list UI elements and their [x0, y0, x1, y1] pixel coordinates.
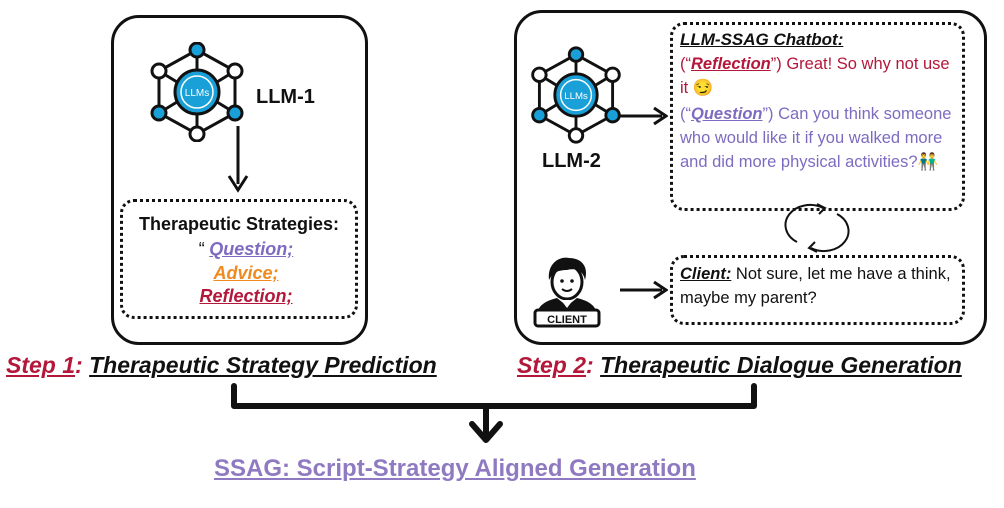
- reflection-close: ”): [770, 55, 782, 73]
- cycle-arrows-icon: [784, 203, 850, 253]
- reflection-open: (“: [680, 55, 691, 73]
- question-open: (“: [680, 105, 691, 123]
- reflection-label: Reflection: [691, 55, 771, 73]
- chatbot-box: [670, 22, 965, 211]
- step1-colon: :: [75, 352, 83, 378]
- step1-title: Therapeutic Strategy Prediction: [89, 352, 437, 378]
- client-person-icon: CLIENT: [533, 257, 601, 328]
- step2-label: Step 2: [517, 352, 587, 378]
- right-arrow-icon: [620, 280, 668, 300]
- quote-mark: “: [198, 239, 205, 259]
- step1-caption: Step 1: Therapeutic Strategy Prediction: [6, 352, 437, 379]
- question-label: Question: [691, 105, 763, 123]
- down-arrow-icon: [227, 126, 249, 193]
- ssag-title: SSAG: Script-Strategy Aligned Generation: [214, 455, 696, 482]
- question-line: (“Question”) Can you think someone who w…: [680, 102, 956, 174]
- client-box: [670, 255, 965, 325]
- strategy-advice-label: Advice;: [213, 263, 279, 283]
- llm-network-hub-icon: LLMs: [531, 46, 621, 144]
- client-badge-text: CLIENT: [547, 314, 587, 326]
- llm-network-hub-icon: LLMs: [150, 42, 244, 142]
- llm1-label: LLM-1: [256, 86, 315, 108]
- step2-title: Therapeutic Dialogue Generation: [600, 352, 962, 378]
- strategies-box: [120, 199, 358, 319]
- question-text: Can you think someone who would like it …: [680, 105, 952, 171]
- question-close: ”): [762, 105, 774, 123]
- llm-hub-label: LLMs: [185, 88, 209, 99]
- step2-caption: Step 2: Therapeutic Dialogue Generation: [517, 352, 962, 379]
- client-message: Client: Not sure, let me have a think, m…: [680, 262, 956, 310]
- strategies-title: Therapeutic Strategies:: [138, 214, 340, 234]
- strategies-list: “ Question; Advice; Reflection;: [140, 238, 352, 308]
- chatbot-message: LLM-SSAG Chatbot: (“Reflection”) Great! …: [680, 28, 956, 174]
- client-text: Not sure, let me have a think, maybe my …: [680, 265, 951, 307]
- llm-hub-label: LLMs: [564, 91, 588, 102]
- reflection-text: Great! So why not use it 😏: [680, 55, 950, 97]
- reflection-line: (“Reflection”) Great! So why not use it …: [680, 52, 956, 100]
- client-title: Client:: [680, 265, 732, 283]
- step1-label: Step 1: [6, 352, 76, 378]
- strategy-question-label: Question;: [209, 239, 294, 259]
- right-arrow-icon: [620, 106, 668, 126]
- chatbot-title: LLM-SSAG Chatbot:: [680, 30, 844, 49]
- merge-bracket-icon: [231, 383, 757, 443]
- llm2-label: LLM-2: [542, 150, 601, 172]
- step2-colon: :: [586, 352, 594, 378]
- strategy-question: “ Question;: [140, 238, 352, 262]
- strategy-reflection-label: Reflection;: [199, 286, 293, 306]
